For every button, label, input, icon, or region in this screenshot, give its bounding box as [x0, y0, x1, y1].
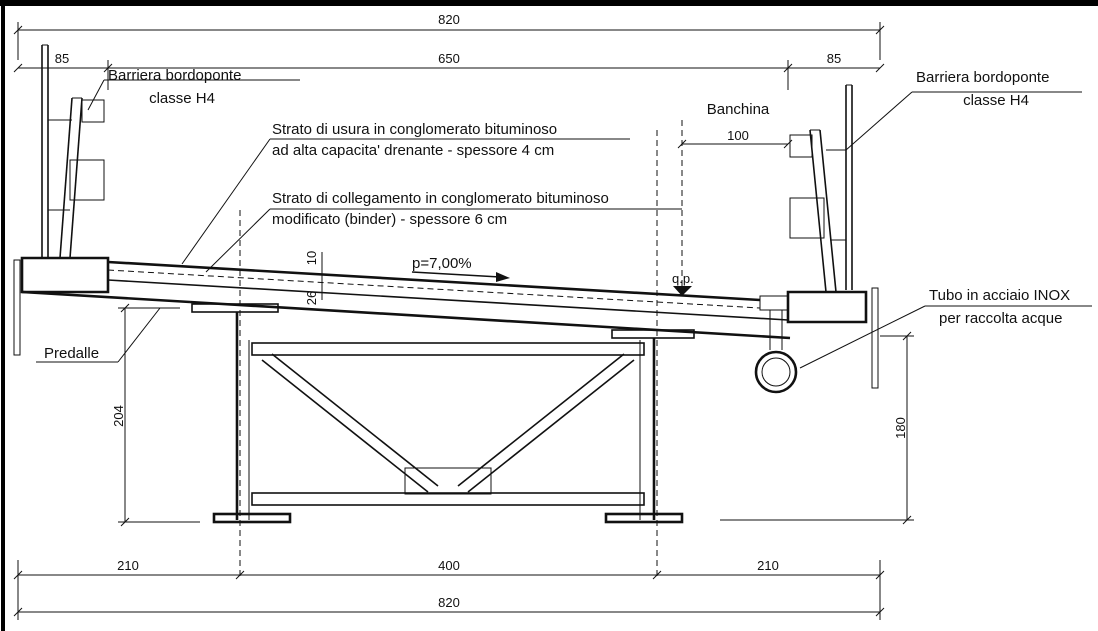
label-wear-layer-1: Strato di usura in conglomerato bitumino…	[272, 121, 557, 138]
dim-layer-thickness: 10	[304, 251, 319, 265]
dim-top-right: 85	[827, 51, 841, 66]
label-binder-layer-1: Strato di collegamento in conglomerato b…	[272, 190, 609, 207]
dim-bottom-total: 820	[438, 595, 460, 610]
dim-shoulder-width: 100	[727, 128, 749, 143]
label-shoulder: Banchina	[707, 101, 770, 118]
dim-bottom-left: 210	[117, 558, 139, 573]
label-qp: q.p.	[672, 271, 694, 286]
qp-triangle-icon	[673, 286, 692, 296]
label-pipe-1: Tubo in acciaio INOX	[929, 287, 1070, 304]
label-predalle: Predalle	[44, 345, 99, 362]
dim-bottom-mid: 400	[438, 558, 460, 573]
leader-lines	[36, 79, 1092, 369]
dim-top-total: 820	[438, 12, 460, 27]
slope-arrow	[411, 271, 510, 282]
shoulder-dimension	[677, 139, 793, 149]
dim-top-left: 85	[55, 51, 69, 66]
dim-right-height: 180	[893, 417, 908, 439]
label-binder-layer-2: modificato (binder) - spessore 6 cm	[272, 211, 507, 228]
label-pipe-2: per raccolta acque	[939, 310, 1062, 327]
label-barrier-left-1: Barriera bordoponte	[108, 67, 241, 84]
label-barrier-right-2: classe H4	[963, 92, 1029, 109]
dim-bottom-right: 210	[757, 558, 779, 573]
top-frame-border	[0, 0, 1098, 6]
right-barrier-post	[789, 84, 853, 293]
drainage-pipe	[754, 310, 798, 394]
steel-frame	[212, 312, 684, 524]
left-barrier-post	[41, 44, 105, 259]
side-dimensions	[118, 303, 914, 527]
bottom-dimensions	[13, 560, 885, 620]
deck-structure	[13, 256, 879, 389]
label-barrier-left-2: classe H4	[149, 90, 215, 107]
label-barrier-right-1: Barriera bordoponte	[916, 69, 1049, 86]
dim-top-mid: 650	[438, 51, 460, 66]
dim-slab-thickness: 26	[304, 291, 319, 305]
top-dimensions	[13, 22, 885, 90]
label-slope: p=7,00%	[412, 255, 472, 272]
dim-left-height: 204	[111, 405, 126, 427]
label-wear-layer-2: ad alta capacita' drenante - spessore 4 …	[272, 142, 554, 159]
